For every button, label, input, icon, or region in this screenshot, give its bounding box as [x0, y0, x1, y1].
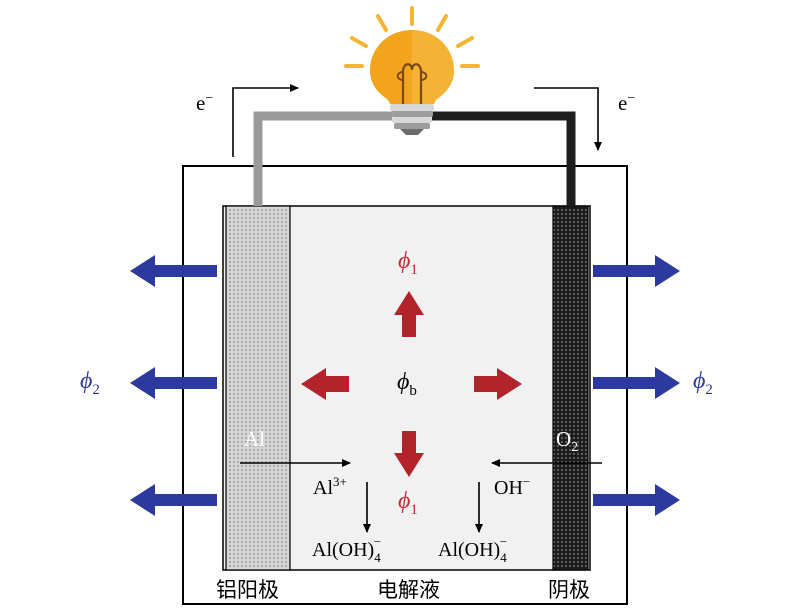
flux-arrow-up	[394, 291, 424, 337]
cathode-plate	[552, 205, 589, 571]
phi-center-label: ϕb	[397, 369, 417, 399]
phi-left-label: ϕ2	[80, 368, 100, 398]
phi-right-label: ϕ2	[693, 368, 713, 398]
electrolyte-name: 电解液	[377, 578, 440, 602]
heat-arrow-right-3	[593, 484, 680, 516]
product-label-right: Al(OH)4−	[438, 534, 507, 565]
cathode-label: O2	[556, 427, 578, 455]
cathode-wire	[432, 111, 576, 206]
phi-top-label: ϕ1	[398, 248, 418, 278]
anode-label: Al	[244, 427, 265, 451]
al-ion-label: Al3+	[313, 474, 347, 499]
flux-arrow-left	[301, 368, 349, 400]
lightbulb-icon	[344, 6, 480, 135]
heat-arrow-right-2	[593, 367, 680, 399]
flux-arrows	[301, 291, 522, 477]
flux-arrow-down	[394, 431, 424, 477]
anode-plate	[225, 205, 291, 571]
oh-ion-label: OH−	[494, 474, 530, 499]
heat-arrow-left-1	[130, 255, 217, 287]
heat-arrow-left-3	[130, 484, 217, 516]
electron-label-left: e−	[196, 91, 213, 115]
anode-name: 铝阳极	[216, 578, 279, 602]
heat-arrow-left-2	[130, 367, 217, 399]
cathode-name: 阴极	[548, 578, 590, 602]
heat-arrow-right-1	[593, 255, 680, 287]
electron-label-right: e−	[618, 91, 635, 115]
product-label-left: Al(OH)4−	[312, 534, 381, 565]
heat-arrows-left	[130, 255, 217, 516]
heat-arrows-right	[593, 255, 680, 516]
phi-bottom-label: ϕ1	[398, 488, 418, 518]
electron-arrow-right	[534, 87, 602, 151]
flux-arrow-right	[474, 368, 522, 400]
electron-arrow-left	[232, 84, 299, 157]
anode-wire	[253, 111, 392, 206]
